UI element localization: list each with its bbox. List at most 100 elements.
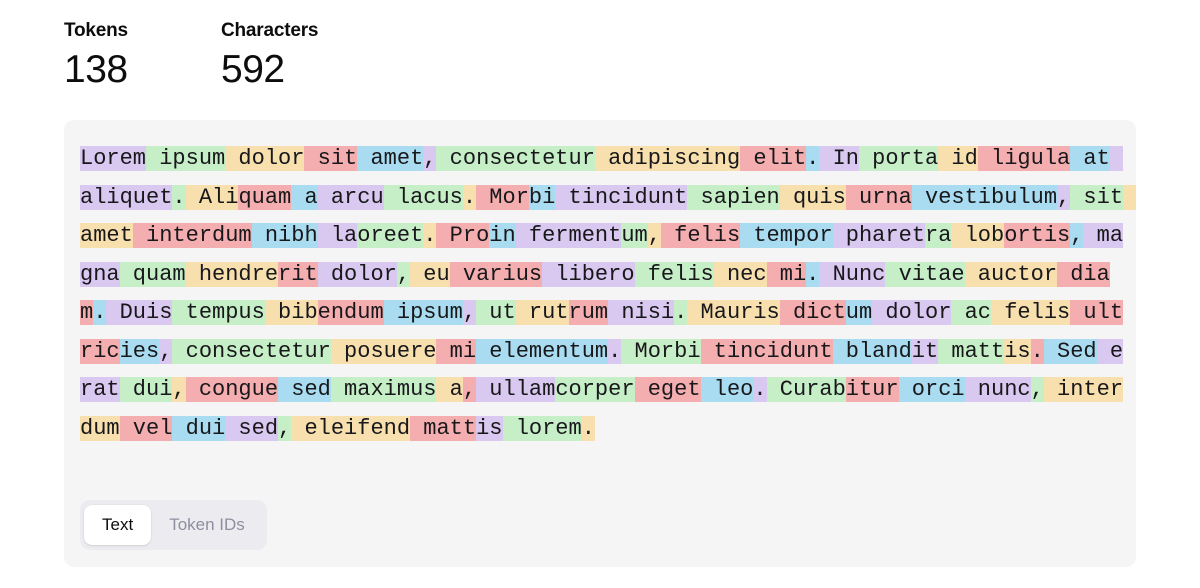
token: , [462, 300, 477, 325]
token: quam [119, 261, 186, 287]
token: elementum [476, 338, 609, 364]
token: , [462, 377, 477, 402]
token: . [172, 184, 186, 210]
token: sed [225, 415, 279, 441]
token: corper [555, 377, 635, 402]
token: interdum [132, 223, 252, 248]
token: . [608, 338, 622, 364]
token: matt [938, 338, 1005, 364]
token: itur [845, 377, 899, 402]
token: a [436, 377, 463, 402]
token: Ali [185, 184, 239, 210]
token: pharet [832, 223, 925, 248]
token: felis [991, 300, 1071, 325]
token: adipiscing [594, 146, 741, 171]
token: felis [634, 261, 714, 287]
token: eget [634, 377, 701, 402]
token: hendre [185, 261, 279, 287]
token: elit [740, 146, 807, 171]
tab-text[interactable]: Text [84, 505, 152, 545]
token: ullam [476, 377, 556, 402]
token: dui [172, 415, 226, 441]
token: lorem [502, 415, 582, 441]
token: in [489, 223, 516, 248]
token: nibh [251, 223, 318, 248]
token: Mor [476, 184, 529, 210]
token: tincidunt [700, 338, 833, 364]
token: Curab [766, 377, 846, 402]
token: mi [436, 338, 477, 364]
token: sit [1070, 184, 1124, 210]
token-output-panel: Lorem ipsum dolor sit amet, consectetur … [64, 120, 1137, 567]
token: tincidunt [555, 184, 688, 210]
token: . [753, 377, 767, 402]
token: orci [898, 377, 965, 402]
token: um [845, 300, 873, 325]
tokens-value: 138 [64, 48, 128, 91]
token: dolor [225, 146, 305, 171]
token: sit [304, 146, 358, 171]
token: dui [119, 377, 173, 402]
tokenized-text: Lorem ipsum dolor sit amet, consectetur … [80, 140, 1137, 448]
token: , [278, 415, 292, 441]
token: vitae [885, 261, 965, 287]
token: ac [951, 300, 992, 325]
token: . [1030, 338, 1044, 364]
tab-token-ids[interactable]: Token IDs [151, 505, 263, 545]
token: maximus [330, 377, 437, 402]
token: porta [858, 146, 939, 171]
token: quis [779, 184, 846, 210]
token: ipsum [146, 146, 226, 171]
token: . [806, 146, 820, 171]
token: rut [515, 300, 569, 325]
token: Lorem [80, 146, 147, 171]
token: arcu [317, 184, 384, 210]
characters-value: 592 [221, 48, 285, 91]
token: a [291, 184, 318, 210]
token: , [172, 377, 186, 402]
token: rit [278, 261, 318, 287]
token: matt [410, 415, 477, 441]
token: amet [357, 146, 424, 171]
token: varius [449, 261, 543, 287]
token: consectetur [436, 146, 595, 171]
token: sed [278, 377, 331, 402]
token: is [1004, 338, 1031, 364]
token: ortis [1004, 223, 1071, 248]
stat-tokens: Tokens 138 [64, 18, 221, 94]
characters-label: Characters [221, 20, 319, 41]
token: ligula [977, 146, 1071, 171]
token: Pro [436, 223, 490, 248]
token: nunc [964, 377, 1031, 402]
token: dict [779, 300, 846, 325]
token: congue [185, 377, 279, 402]
token: . [806, 261, 820, 287]
token: lacus [383, 184, 463, 210]
token: rum [568, 300, 609, 325]
token: quam [238, 184, 292, 210]
token: bib [264, 300, 318, 325]
token: tempor [740, 223, 833, 248]
token: , [1030, 377, 1044, 402]
token: . [462, 184, 477, 210]
token: nec [713, 261, 767, 287]
token: bi [528, 184, 556, 210]
token: . [674, 300, 688, 325]
token: endum [317, 300, 384, 325]
token: In [819, 146, 859, 171]
view-mode-segmented-control[interactable]: Text Token IDs [80, 500, 267, 550]
token: Duis [106, 300, 173, 325]
token: nisi [608, 300, 675, 325]
token: ies [119, 338, 160, 364]
token: . [581, 415, 595, 441]
token: auctor [964, 261, 1058, 287]
token: bland [832, 338, 912, 364]
token: Nunc [819, 261, 886, 287]
token: dolor [872, 300, 952, 325]
token: , [159, 338, 173, 364]
token: eleifend [291, 415, 411, 441]
token: , [1057, 184, 1071, 210]
token: . [93, 300, 107, 325]
token: sapien [687, 184, 780, 210]
